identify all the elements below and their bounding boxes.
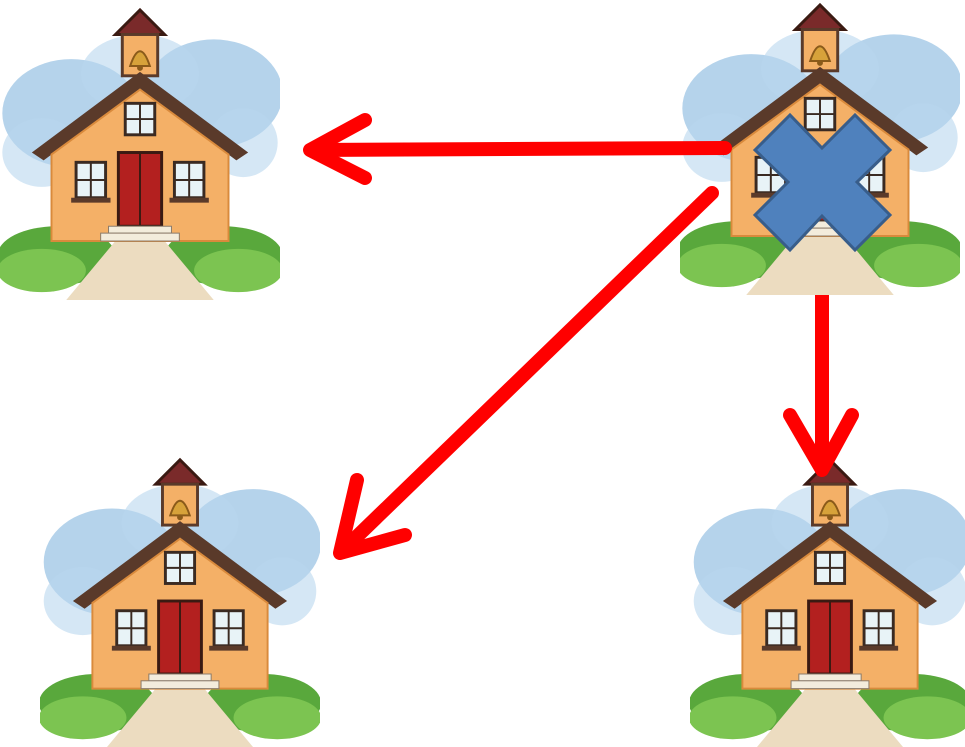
schoolhouse-bottom-left-icon bbox=[39, 460, 321, 747]
arrow-to-top-left bbox=[310, 120, 725, 178]
arrow-to-bottom-right bbox=[790, 295, 852, 470]
schoolhouse-bottom-right-icon bbox=[689, 460, 965, 747]
arrow-to-bottom-left bbox=[340, 193, 712, 553]
schoolhouse-top-left-icon bbox=[0, 10, 283, 300]
